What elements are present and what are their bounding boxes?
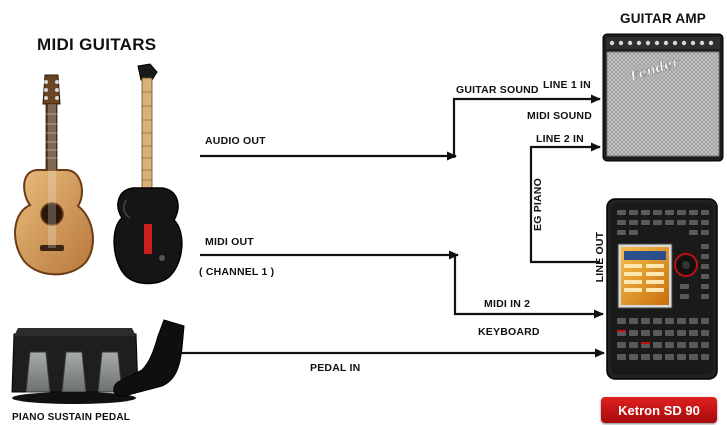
guitar-amp-icon: Fender: [602, 33, 724, 162]
midi-in-2-label: MIDI IN 2: [484, 298, 531, 310]
eg-piano-label: EG PIANO: [532, 178, 544, 231]
guitar-amp-title: GUITAR AMP: [620, 11, 706, 26]
ketron-sd90-badge: Ketron SD 90: [601, 397, 717, 423]
sustain-pedal-icon: [11, 328, 139, 404]
keyboard-label: KEYBOARD: [478, 326, 540, 338]
foot-icon: [113, 319, 185, 397]
piano-sustain-pedal-label: PIANO SUSTAIN PEDAL: [12, 412, 131, 423]
midi-out-label: MIDI OUT: [205, 236, 254, 248]
line-1-in-label: LINE 1 IN: [543, 79, 591, 91]
midi-guitars-title: MIDI GUITARS: [37, 35, 157, 54]
pedal-in-label: PEDAL IN: [310, 362, 361, 374]
acoustic-guitar-icon: [14, 74, 94, 276]
midi-guitar-icon: [113, 63, 183, 285]
line-2-in-label: LINE 2 IN: [536, 133, 584, 145]
guitar-sound-label: GUITAR SOUND: [456, 84, 539, 96]
midi-sound-label: MIDI SOUND: [527, 110, 592, 122]
channel-1-label: ( CHANNEL 1 ): [199, 266, 275, 278]
midi-in-2-line: [453, 255, 604, 319]
eg-piano-line: [529, 142, 601, 264]
audio-out-label: AUDIO OUT: [205, 135, 266, 147]
ketron-module-icon: [606, 198, 718, 380]
connection-lines: [180, 94, 605, 358]
guitar-sound-line: [452, 94, 601, 158]
line-out-label: LINE OUT: [594, 231, 606, 283]
